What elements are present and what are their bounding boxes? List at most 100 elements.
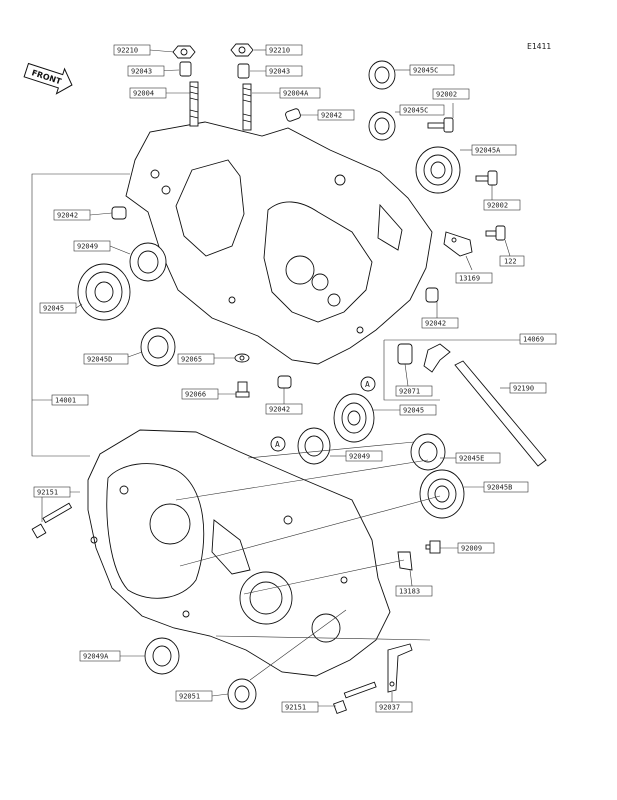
svg-text:92009: 92009 bbox=[461, 545, 482, 553]
svg-text:92042: 92042 bbox=[269, 406, 290, 414]
svg-text:92045E: 92045E bbox=[459, 455, 484, 463]
dowel-right-mid-icon bbox=[425, 287, 439, 303]
part-label-92151-left: 92151 bbox=[33, 486, 71, 498]
svg-text:92004A: 92004A bbox=[283, 90, 309, 98]
svg-text:92042: 92042 bbox=[425, 320, 446, 328]
seal-left-upper-icon bbox=[129, 242, 167, 282]
seal-lower-left-icon bbox=[144, 637, 180, 675]
bracket-bottom-icon bbox=[387, 643, 413, 693]
plug-mid-icon bbox=[235, 381, 250, 398]
tube-assembly bbox=[383, 339, 547, 467]
part-label-92004: 92004 bbox=[129, 87, 167, 99]
part-label-92190: 92190 bbox=[509, 382, 547, 394]
svg-text:92045C: 92045C bbox=[413, 67, 438, 75]
svg-text:92066: 92066 bbox=[185, 391, 206, 399]
part-label-92037: 92037 bbox=[375, 701, 413, 713]
svg-text:92045C: 92045C bbox=[403, 107, 428, 115]
svg-text:92045D: 92045D bbox=[87, 356, 112, 364]
part-label-92051: 92051 bbox=[175, 690, 213, 702]
part-label-92043-right: 92043 bbox=[265, 65, 303, 77]
part-label-92049a: 92049A bbox=[79, 650, 121, 662]
part-label-92042-left-upper: 92042 bbox=[53, 209, 91, 221]
svg-text:92049A: 92049A bbox=[83, 653, 109, 661]
dowel-left-upper-icon bbox=[111, 206, 127, 220]
part-label-122: 122 bbox=[499, 255, 525, 267]
svg-text:122: 122 bbox=[504, 258, 517, 266]
svg-text:92042: 92042 bbox=[321, 112, 342, 120]
leader-lines bbox=[31, 49, 511, 707]
bearing-left-lower-icon bbox=[140, 327, 176, 367]
svg-text:92049: 92049 bbox=[77, 243, 98, 251]
plug-lower-icon bbox=[425, 540, 441, 554]
svg-text:92043: 92043 bbox=[131, 68, 152, 76]
svg-text:92190: 92190 bbox=[513, 385, 534, 393]
part-label-92042-right-mid: 92042 bbox=[421, 317, 459, 329]
svg-text:92004: 92004 bbox=[133, 90, 154, 98]
svg-text:92045A: 92045A bbox=[475, 147, 501, 155]
bolt-left-icon bbox=[31, 502, 73, 539]
svg-text:92151: 92151 bbox=[37, 489, 58, 497]
part-label-92042-upper: 92042 bbox=[317, 109, 355, 121]
part-label-92045e: 92045E bbox=[455, 452, 501, 464]
part-label-92004a: 92004A bbox=[279, 87, 321, 99]
svg-text:92065: 92065 bbox=[181, 356, 202, 364]
svg-text:92210: 92210 bbox=[117, 47, 138, 55]
part-label-92045b: 92045B bbox=[483, 481, 529, 493]
part-label-92045a: 92045A bbox=[471, 144, 517, 156]
callout-marker-a-upper: A bbox=[360, 376, 376, 392]
bearing-lower-right2-icon bbox=[419, 469, 465, 519]
part-label-92151-bottom: 92151 bbox=[281, 701, 319, 713]
part-label-92045-mid: 92045 bbox=[399, 404, 437, 416]
bolt-bottom-icon bbox=[333, 681, 377, 714]
svg-text:92037: 92037 bbox=[379, 704, 400, 712]
part-label-92043-left: 92043 bbox=[127, 65, 165, 77]
svg-text:92049: 92049 bbox=[349, 453, 370, 461]
part-label-92045c-top: 92045C bbox=[409, 64, 455, 76]
upper-crankcase-half bbox=[125, 121, 433, 365]
bearing-right-upper-icon bbox=[415, 146, 461, 194]
svg-text:92043: 92043 bbox=[269, 68, 290, 76]
collar-right-icon bbox=[237, 63, 250, 79]
part-label-92049-mid: 92049 bbox=[345, 450, 383, 462]
svg-text:92002: 92002 bbox=[487, 202, 508, 210]
svg-text:92210: 92210 bbox=[269, 47, 290, 55]
part-label-13169: 13169 bbox=[455, 272, 493, 284]
part-label-92002-top: 92002 bbox=[432, 88, 470, 100]
svg-text:92002: 92002 bbox=[436, 91, 457, 99]
svg-text:92151: 92151 bbox=[285, 704, 306, 712]
nut-right-icon bbox=[230, 43, 254, 57]
part-label-92066: 92066 bbox=[181, 388, 219, 400]
svg-text:92045B: 92045B bbox=[487, 484, 512, 492]
svg-text:92045: 92045 bbox=[43, 305, 64, 313]
part-label-92049-upper: 92049 bbox=[73, 240, 111, 252]
part-label-92045d: 92045D bbox=[83, 353, 129, 365]
part-label-92210-right: 92210 bbox=[265, 44, 303, 56]
svg-text:92071: 92071 bbox=[399, 388, 420, 396]
washer-mid-icon bbox=[234, 353, 250, 363]
bearing-lower-right1-icon bbox=[410, 433, 446, 471]
part-label-92210-left: 92210 bbox=[113, 44, 151, 56]
screw-right-icon bbox=[475, 170, 498, 186]
part-label-92071: 92071 bbox=[395, 385, 433, 397]
bearing-upper-mid-icon bbox=[368, 111, 396, 141]
plate-upper-icon bbox=[443, 231, 473, 257]
callout-marker-a-lower: A bbox=[270, 436, 286, 452]
svg-text:13169: 13169 bbox=[459, 275, 480, 283]
screw-small-icon bbox=[485, 225, 506, 241]
bearing-mid-icon bbox=[333, 393, 375, 443]
stud-right-icon bbox=[242, 83, 252, 131]
figure-code: E1411 bbox=[527, 42, 551, 51]
front-arrow-icon: FRONT bbox=[23, 62, 73, 95]
part-label-92065: 92065 bbox=[177, 353, 215, 365]
plate-lower-icon bbox=[397, 551, 413, 571]
part-label-92009: 92009 bbox=[457, 542, 495, 554]
part-label-14069: 14069 bbox=[519, 333, 557, 345]
screw-top-icon bbox=[427, 117, 454, 133]
part-label-13183: 13183 bbox=[395, 585, 433, 597]
svg-text:14001: 14001 bbox=[55, 397, 76, 405]
svg-text:14069: 14069 bbox=[523, 336, 544, 344]
part-label-92045-upper: 92045 bbox=[39, 302, 77, 314]
nut-left-icon bbox=[172, 45, 196, 59]
seal-mid-icon bbox=[297, 427, 331, 465]
